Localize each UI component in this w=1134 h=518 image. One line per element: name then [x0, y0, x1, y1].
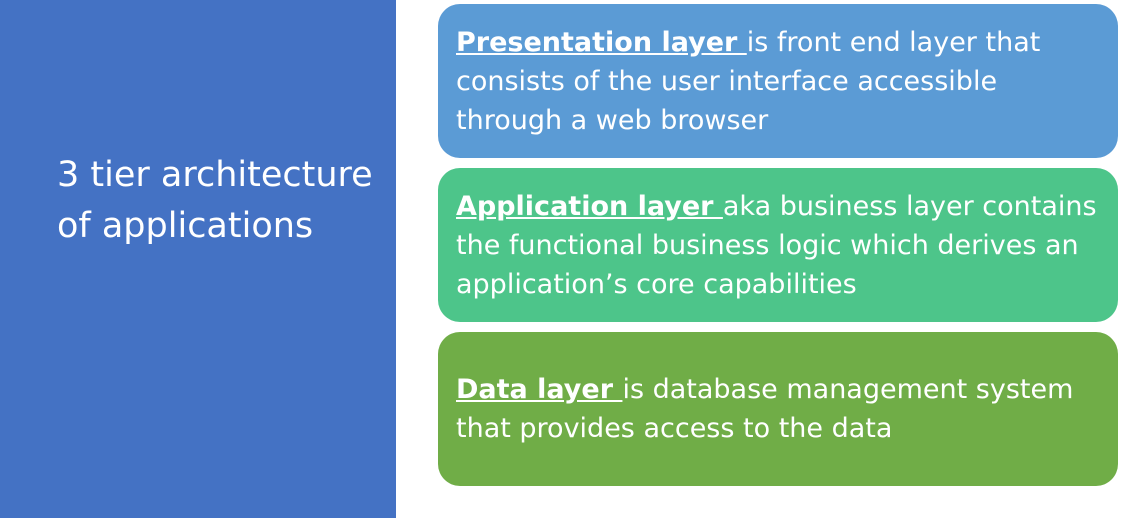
application-layer-description: aka business layer contains the function… — [456, 190, 1097, 300]
title-panel: 3 tier architecture of applications — [0, 0, 396, 518]
data-layer-text: Data layer is database management system… — [456, 370, 1104, 448]
presentation-layer-box: Presentation layer is front end layer th… — [438, 4, 1118, 158]
presentation-layer-description: is front end layer that consists of the … — [456, 26, 1041, 136]
application-layer-term: Application layer — [456, 190, 723, 222]
slide-title: 3 tier architecture of applications — [57, 155, 373, 246]
data-layer-box: Data layer is database management system… — [438, 332, 1118, 486]
application-layer-text: Application layer aka business layer con… — [456, 187, 1104, 304]
data-layer-description: is database management system that provi… — [456, 374, 1074, 444]
presentation-layer-text: Presentation layer is front end layer th… — [456, 23, 1104, 140]
application-layer-box: Application layer aka business layer con… — [438, 168, 1118, 322]
presentation-layer-term: Presentation layer — [456, 26, 747, 58]
data-layer-term: Data layer — [456, 374, 623, 405]
